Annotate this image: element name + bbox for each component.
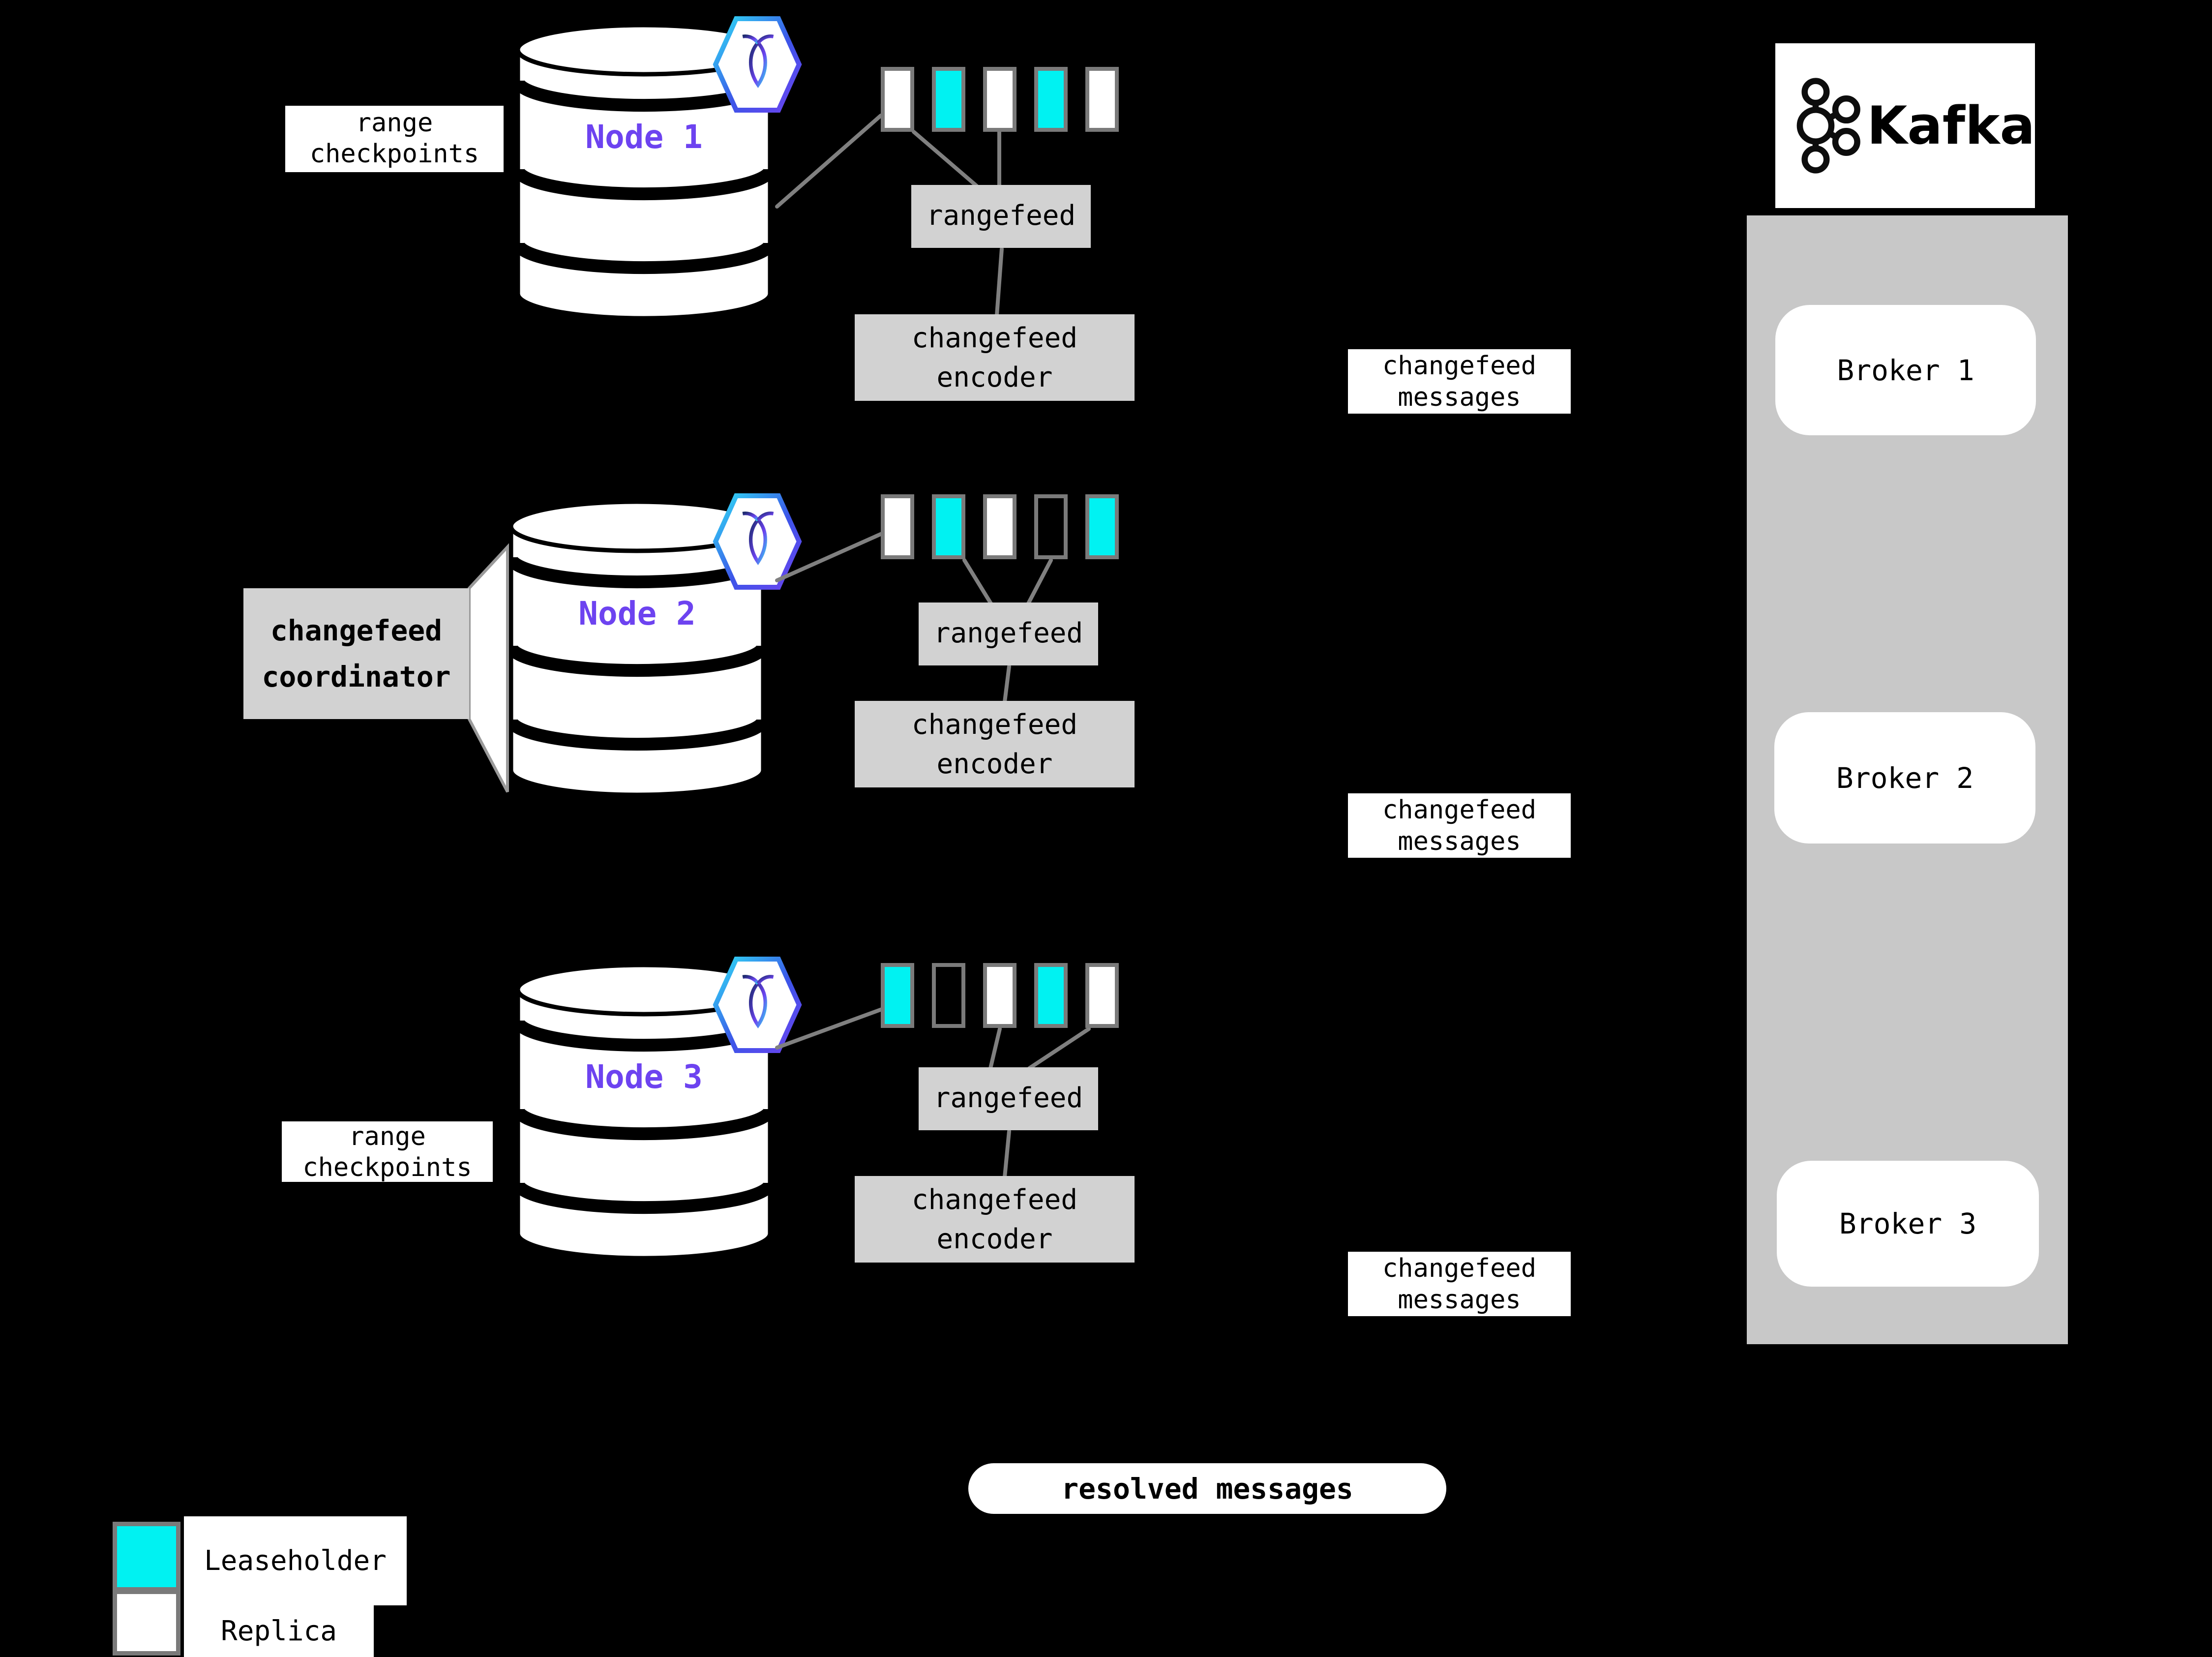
legend-replica-swatch [113, 1590, 180, 1656]
node-1-changefeed-encoder-box: changefeed encoder [855, 314, 1135, 401]
node-1-range-square [1034, 67, 1068, 132]
coordinator-flag-shape [468, 543, 509, 793]
node-1-label: Node 1 [585, 118, 703, 156]
node-3-range-square [1085, 963, 1119, 1028]
kafka-icon [1796, 78, 1860, 174]
node-2-rangefeed-box: rangefeed [919, 603, 1098, 665]
node-3-changefeed-encoder-box: changefeed encoder [855, 1176, 1135, 1263]
broker-3-box: Broker 3 [1777, 1161, 2039, 1287]
connector-lines [775, 114, 1091, 1179]
cockroachdb-badge-icon [716, 496, 799, 587]
resolved-messages-pill: resolved messages [968, 1463, 1446, 1514]
changefeed-messages-label-3: changefeed messages [1348, 1252, 1571, 1316]
changefeed-messages-label-2: changefeed messages [1348, 793, 1571, 858]
changefeed-coordinator-box: changefeed coordinator [243, 588, 469, 719]
changefeed-messages-label-1: changefeed messages [1348, 349, 1571, 414]
node-3-range-square [932, 963, 965, 1028]
broker-1-box: Broker 1 [1775, 305, 2036, 435]
node-2-changefeed-encoder-box: changefeed encoder [855, 701, 1135, 787]
node-3-rangefeed-box: rangefeed [919, 1067, 1098, 1130]
kafka-wordmark: Kafka [1867, 95, 2035, 156]
cockroachdb-badge-icon [716, 959, 799, 1051]
node-2-range-square [932, 494, 965, 559]
node-3-range-square [983, 963, 1016, 1028]
node-2-range-square [1034, 494, 1068, 559]
broker-2-box: Broker 2 [1774, 712, 2035, 844]
arrowhead-into-broker-1 [2059, 368, 2094, 390]
node-1-range-square [932, 67, 965, 132]
node-3-range-square [1034, 963, 1068, 1028]
node-2-label: Node 2 [578, 595, 696, 633]
node-2-range-square [881, 494, 914, 559]
node-1-range-square [983, 67, 1016, 132]
node-2-range-square [983, 494, 1016, 559]
node-1-range-square [881, 67, 914, 132]
legend-leaseholder-swatch [113, 1522, 180, 1592]
legend-leaseholder-label: Leaseholder [184, 1516, 407, 1605]
node-1-range-checkpoints-label: range checkpoints [285, 106, 504, 172]
node-3-range-checkpoints-label: range checkpoints [282, 1121, 493, 1182]
cockroachdb-badge-icon [716, 19, 799, 110]
node-3-range-square [881, 963, 914, 1028]
arrowhead-into-broker-3 [2065, 1214, 2096, 1231]
node-3-label: Node 3 [585, 1058, 703, 1096]
node-2-range-square [1085, 494, 1119, 559]
node-1-rangefeed-box: rangefeed [911, 185, 1091, 248]
node-1-range-square [1085, 67, 1119, 132]
legend-replica-label: Replica [184, 1605, 374, 1657]
kafka-logo-box: Kafka [1775, 43, 2035, 208]
